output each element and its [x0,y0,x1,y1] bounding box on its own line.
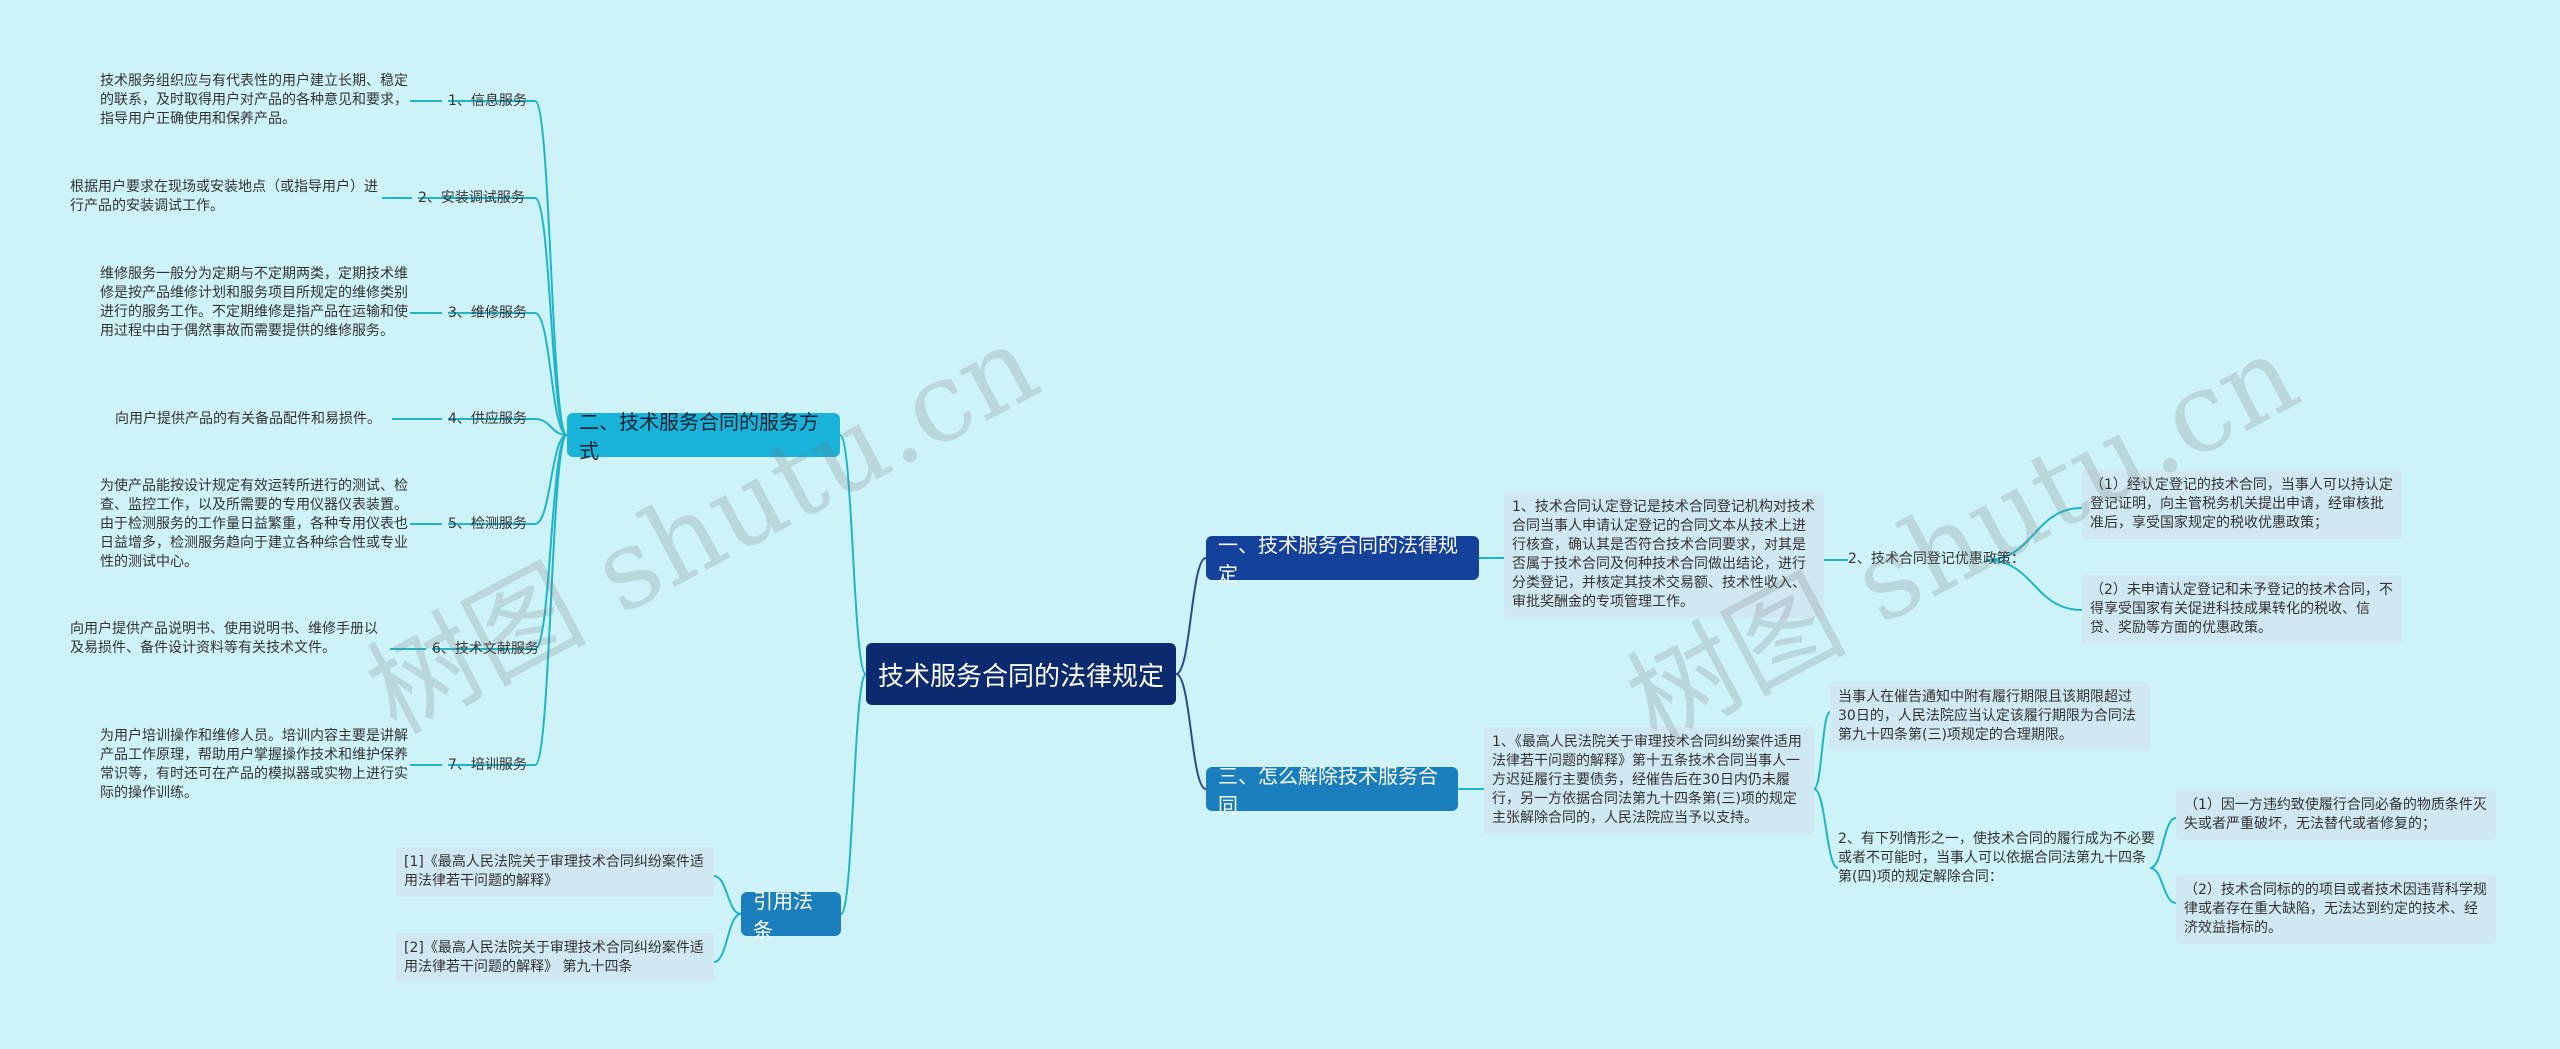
branch-legal-rules[interactable]: 一、技术服务合同的法律规定 [1206,533,1479,586]
b2-text-5: 为使产品能按设计规定有效运转所进行的测试、检查、监控工作，以及所需要的专用仪器仪… [100,478,408,570]
b1-item-2: （2）未申请认定登记和未予登记的技术合同，不得享受国家有关促进科技成果转化的税收… [2082,575,2402,644]
link-b3-sub2 [1813,788,1839,869]
b3-description: 1、《最高人民法院关于审理技术合同纠纷案件适用法律若干问题的解释》第十五条技术合… [1484,727,1814,834]
link-root-b1 [1175,557,1207,675]
link-b2-spine-6 [534,434,568,650]
b4-citation-1: [1]《最高人民法院关于审理技术合同纠纷案件适用法律若干问题的解释》 [396,847,714,897]
link-b2-spine-4 [534,418,568,436]
b1-description: 1、技术合同认定登记是技术合同登记机构对技术合同当事人申请认定登记的合同文本从技… [1504,492,1824,618]
link-b2-spine-1 [534,100,568,436]
b4-citation-2: [2]《最高人民法院关于审理技术合同纠纷案件适用法律若干问题的解释》 第九十四条 [396,933,714,983]
link-b2-spine-7 [534,434,568,766]
branch-cited-laws[interactable]: 引用法条 [741,889,841,942]
link-b4-c2 [713,913,742,963]
branch-service-methods[interactable]: 二、技术服务合同的服务方式 [567,410,840,463]
b2-text-4: 向用户提供产品的有关备品配件和易损件。 [115,411,381,427]
b3-item-1: （1）因一方违约致使履行合同必备的物质条件灭失或者严重破坏，无法替代或者修复的； [2176,790,2496,840]
branch-termination[interactable]: 三、怎么解除技术服务合同 [1206,764,1458,817]
b3-sub-2: 2、有下列情形之一，使技术合同的履行成为不必要或者不可能时，当事人可以依据合同法… [1838,831,2155,885]
b2-text-7: 为用户培训操作和维修人员。培训内容主要是讲解产品工作原理，帮助用户掌握操作技术和… [100,728,408,801]
link-b3-item2 [2149,867,2177,904]
b2-label-1: 1、信息服务 [448,93,527,109]
b2-text-6: 向用户提供产品说明书、使用说明书、维修手册以及易损件、备件设计资料等有关技术文件… [70,621,378,656]
link-b3-item1 [2149,817,2177,869]
b2-label-6: 6、技术文献服务 [432,641,539,657]
link-b3-sub1 [1813,711,1831,790]
b2-text-3: 维修服务一般分为定期与不定期两类，定期技术维修是按产品维修计划和服务项目所规定的… [100,266,408,339]
b3-item-2: （2）技术合同标的的项目或者技术因违背科学规律或者存在重大缺陷，无法达到约定的技… [2176,875,2496,944]
b2-label-4: 4、供应服务 [448,411,527,427]
b3-sub-1: 当事人在催告通知中附有履行期限且该期限超过30日的，人民法院应当认定该履行期限为… [1830,682,2150,751]
b2-label-2: 2、安装调试服务 [418,190,525,206]
link-b1-item2 [1985,559,2083,611]
b2-label-5: 5、检测服务 [448,516,527,532]
link-b1-item1 [1985,507,2083,561]
link-root-b3 [1175,673,1207,790]
link-b4-c1 [713,875,742,915]
link-b2-spine-2 [534,197,568,436]
root-node[interactable]: 技术服务合同的法律规定 [866,643,1176,705]
link-root-b2 [839,434,867,675]
link-b2-spine-3 [534,312,568,436]
b2-text-1: 技术服务组织应与有代表性的用户建立长期、稳定的联系，及时取得用户对产品的各种意见… [100,73,408,127]
link-root-b4 [840,673,867,915]
b1-item-1: （1）经认定登记的技术合同，当事人可以持认定登记证明，向主管税务机关提出申请，经… [2082,470,2402,539]
b2-text-2: 根据用户要求在现场或安装地点（或指导用户）进行产品的安装调试工作。 [70,179,378,214]
b2-label-3: 3、维修服务 [448,305,527,321]
b1-sub-label: 2、技术合同登记优惠政策： [1848,551,2025,567]
link-b2-spine-5 [534,434,568,525]
b2-label-7: 7、培训服务 [448,757,527,773]
